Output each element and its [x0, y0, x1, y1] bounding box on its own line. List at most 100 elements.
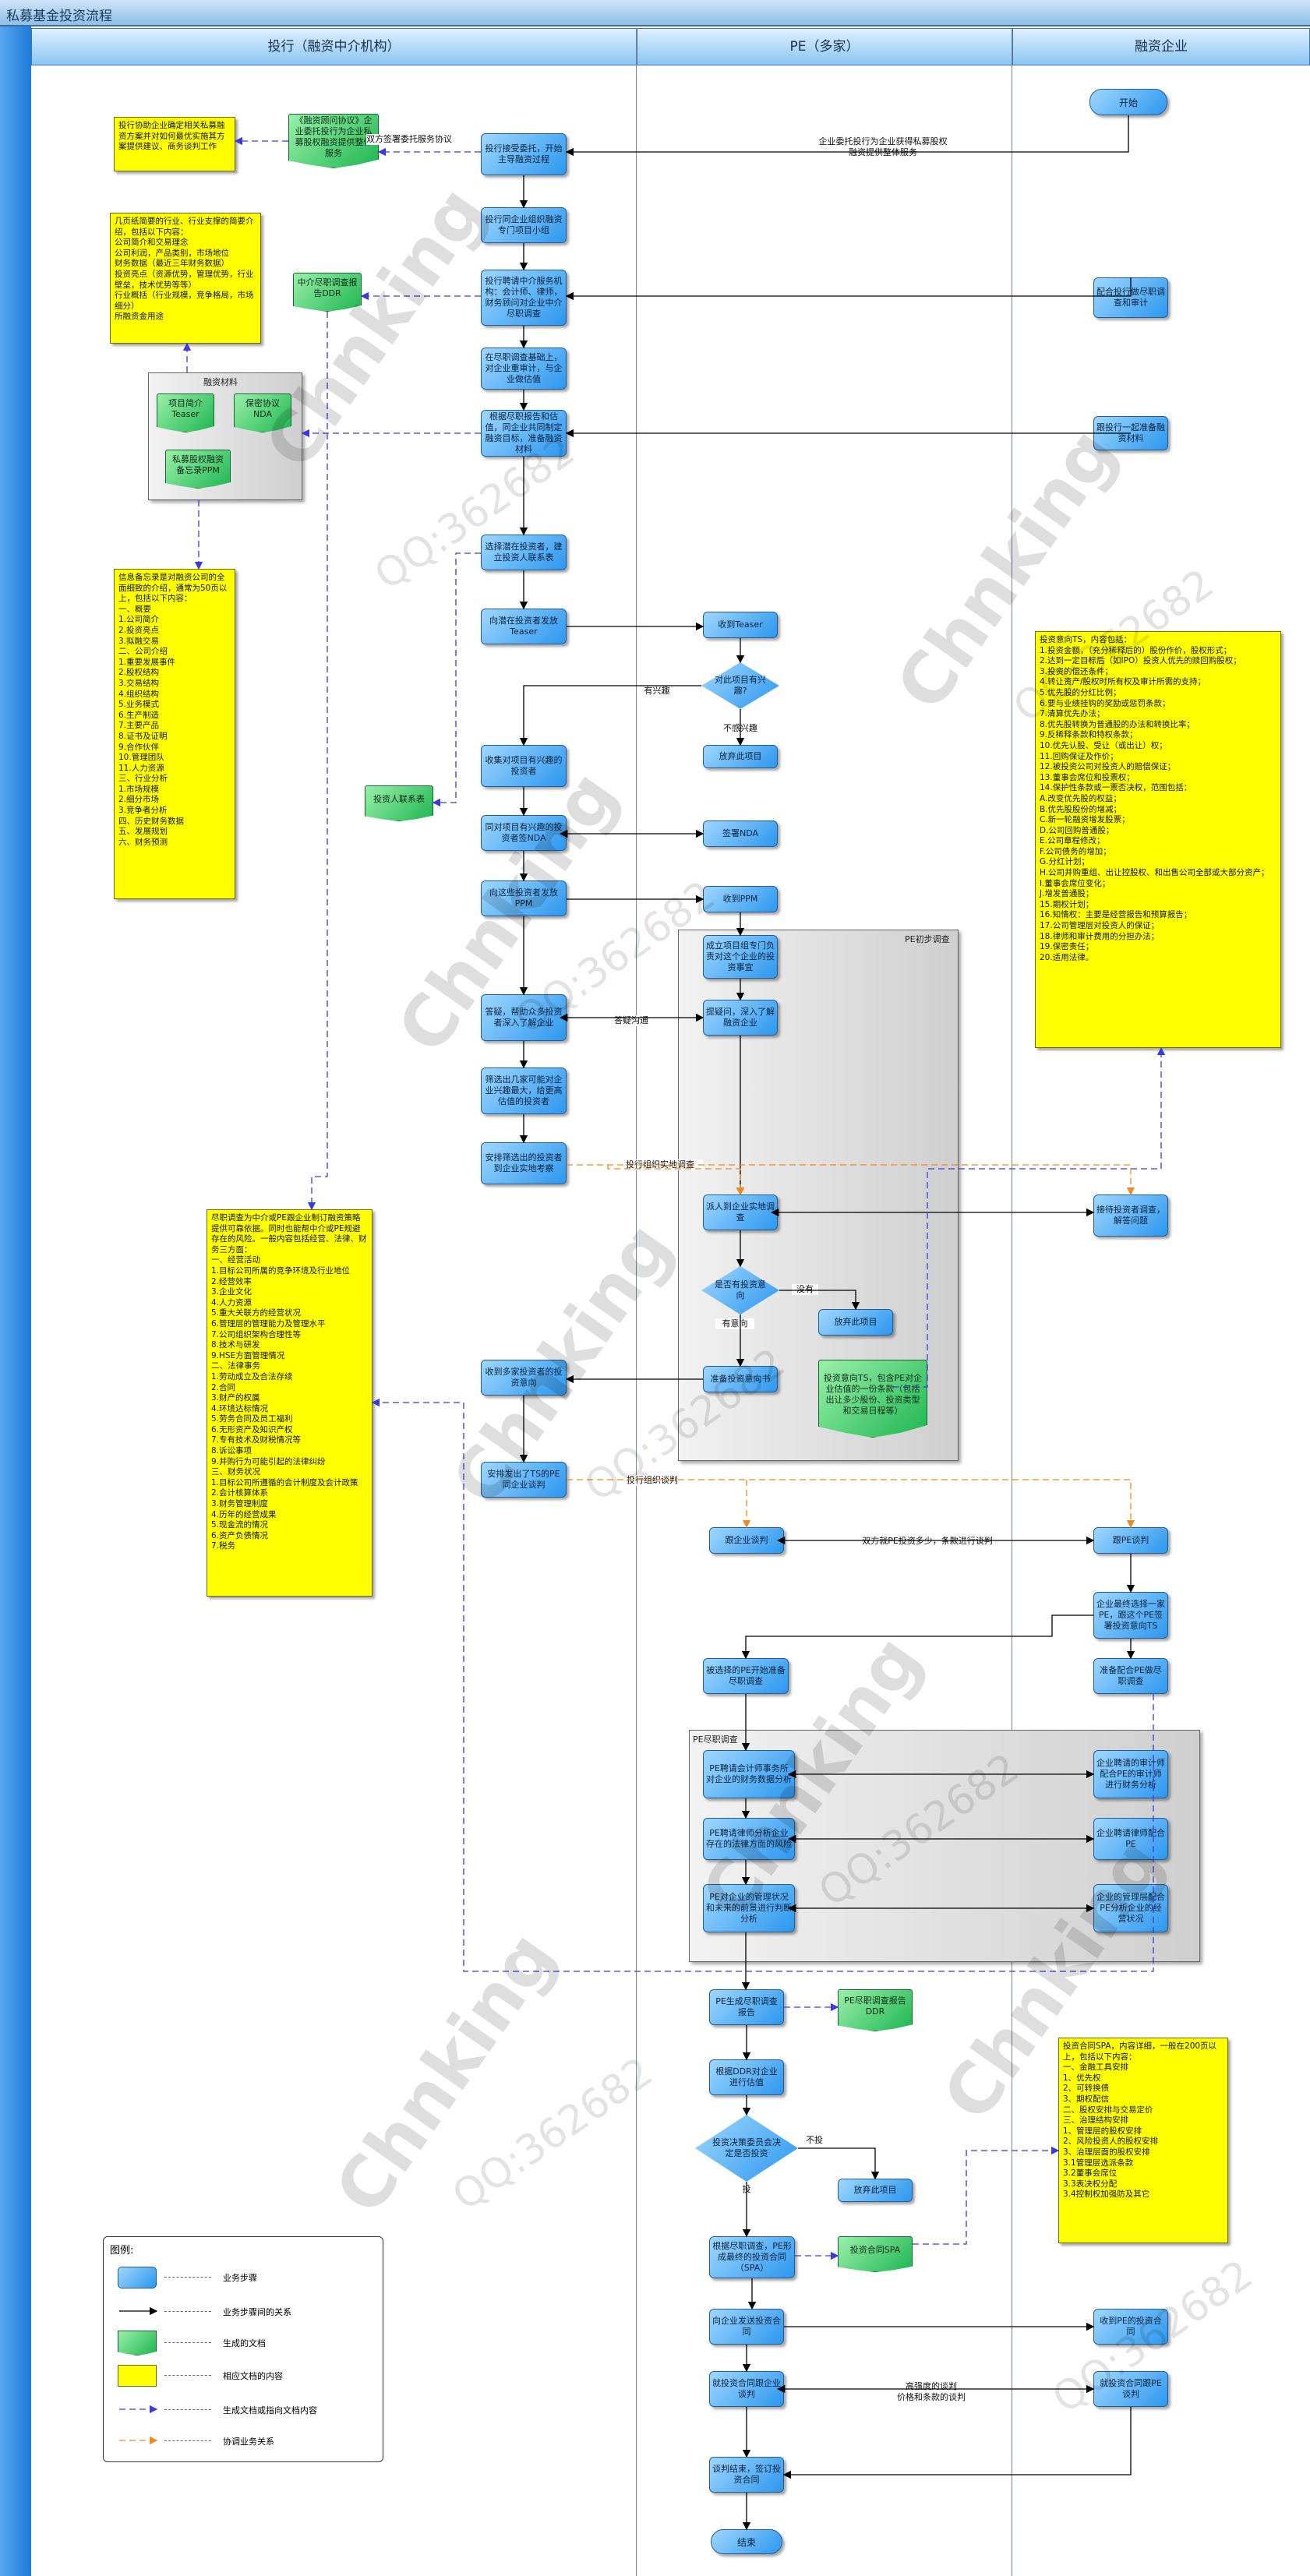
legend-label: 生成的文档 [223, 2338, 266, 2348]
legend-leader [164, 2342, 211, 2343]
step-audit-valuation: 在尽职调查基础上，对企业重审计，与企业做估值 [481, 348, 567, 390]
step-negotiate-spa-company: 就投资合同跟PE谈判 [1093, 2371, 1168, 2407]
doc-pe-ddr: PE尽职调查报告DDR [838, 1989, 913, 2031]
lane-header-company: 融资企业 [1012, 28, 1310, 65]
step-abandon: 放弃此项目 [838, 2179, 913, 2202]
group-label: 融资材料 [203, 377, 238, 387]
step-prepare-dd: 被选择的PE开始准备尽职调查 [703, 1658, 789, 1694]
decision-label: 投资决策委员会决定是否投资 [711, 2137, 781, 2158]
legend-item: 业务步骤 [118, 2265, 375, 2288]
decision-intent: 是否有投资意向 [701, 1266, 779, 1314]
step-spa: 根据尽职调查，PE形成最终的投资合同（SPA） [709, 2236, 795, 2278]
legend-title: 图例: [110, 2245, 134, 2257]
doc-spa: 投资合同SPA [838, 2236, 913, 2272]
note-ppm-content: 信息备忘录是对融资公司的全面细致的介绍，通常为50页以上，包括以下内容： 一、概… [114, 569, 235, 899]
legend-leader [164, 2409, 211, 2410]
legend-swatch [118, 2267, 157, 2288]
step-negotiate-spa: 就投资合同跟企业谈判 [709, 2371, 784, 2407]
legend-swatch [118, 2365, 157, 2387]
edge-label: 双方就PE投资多少，条款进行谈判 [851, 1536, 1004, 1547]
step-prepare-materials-company: 跟投行一起准备融资材料 [1093, 416, 1168, 450]
step-negotiate-pe: 跟PE谈判 [1093, 1527, 1168, 1554]
edge-label: 没有 [792, 1284, 818, 1295]
edge-label: 有意向 [715, 1318, 754, 1329]
step-valuation: 根据DDR对企业进行估值 [709, 2059, 784, 2095]
step-collect-interested: 收集对项目有兴趣的投资者 [481, 745, 567, 787]
step-abandon: 放弃此项目 [703, 745, 778, 768]
legend-label: 协调业务关系 [223, 2437, 274, 2447]
step-bank-engaged: 投行接受委托，开始主导融资过程 [481, 133, 567, 175]
legend-leader [164, 2375, 211, 2376]
legend-item: 生成文档或指向文档内容 [118, 2398, 375, 2421]
page-title: 私募基金投资流程 [6, 9, 112, 24]
start-terminal: 开始 [1089, 89, 1167, 115]
watermark: QQ:362682 [444, 2048, 662, 2221]
legend-swatch [118, 2331, 157, 2355]
legend-leader [164, 2277, 211, 2278]
step-form-team: 成立项目组专门负责对这个企业的投资事宜 [703, 935, 778, 979]
edge-label: 投 [739, 2184, 754, 2195]
legend-label: 生成文档或指向文档内容 [223, 2405, 317, 2415]
step-auditor-support: 企业聘请的审计师配合PE的审计师进行财务分析 [1093, 1750, 1168, 1798]
legend-item: 生成的文档 [118, 2331, 375, 2355]
step-lawyer-support: 企业聘请律师配合PE [1093, 1818, 1168, 1860]
legend-label: 业务步骤间的关系 [223, 2307, 291, 2317]
doc-advisory-agreement: 《融资顾问协议》企业委托投行为企业私募股权融资提供整体服务 [288, 114, 379, 168]
step-send-ppm: 向这些投资者发放PPM [481, 880, 567, 916]
step-send-spa: 向企业发送投资合同 [709, 2309, 784, 2345]
step-legal-dd: PE聘请律师分析企业存在的法律方面的风险 [703, 1818, 795, 1860]
legend-item: 相应文档的内容 [118, 2363, 375, 2387]
lane-header-pe: PE（多家） [637, 28, 1012, 65]
doc-intermediary-ddr: 中介尽职调查报告DDR [293, 273, 362, 312]
step-shortlist: 筛选出几家可能对企业兴趣最大，给更高估值的投资者 [481, 1067, 567, 1114]
doc-nda: 保密协议NDA [234, 393, 291, 432]
note-teaser-content: 几页纸简要的行业、行业支撑的简要介绍，包括以下内容： 公司简介和交易理念 公司利… [110, 213, 261, 344]
step-qa: 答疑，帮助众多投资者深入了解企业 [481, 994, 567, 1041]
step-site-visit: 安排筛选出的投资者到企业实地考察 [481, 1142, 567, 1184]
step-sign-nda-pe: 签署NDA [703, 820, 778, 847]
step-financial-dd: PE聘请会计师事务所对企业的财务数据分析 [703, 1750, 795, 1798]
decision-label: 对此项目有兴趣? [715, 675, 766, 696]
step-prepare-support-dd: 准备配合PE做尽职调查 [1093, 1658, 1168, 1694]
doc-term-sheet: 投资意向TS，包含PE对企业估值的一份条款（包括出让多少股份、投资类型和交易日程… [818, 1360, 927, 1438]
step-sign-contract: 谈判结束，签订投资合同 [709, 2457, 784, 2493]
step-abandon: 放弃此项目 [818, 1309, 893, 1336]
legend-item: 协调业务关系 [118, 2429, 375, 2452]
step-sign-nda: 同对项目有兴趣的投资者签NDA [481, 815, 567, 851]
left-strip [0, 26, 31, 2576]
doc-teaser: 项目简介Teaser [157, 393, 214, 432]
decision-label: 是否有投资意向 [715, 1279, 766, 1300]
step-management-dd: PE对企业的管理状况和未来的前景进行判断分析 [703, 1884, 795, 1932]
title-bar: 私募基金投资流程 [0, 0, 1310, 26]
step-ddr-report: PE生成尽职调查报告 [709, 1989, 784, 2025]
doc-investor-list: 投资人联系表 [365, 785, 433, 821]
group-label: PE尽职调查 [693, 1734, 738, 1745]
step-receive-spa: 收到PE的投资合同 [1093, 2309, 1168, 2345]
legend-leader [164, 2311, 211, 2312]
legend-swatch [119, 2436, 158, 2445]
edge-label: 不投 [803, 2135, 826, 2146]
step-project-team: 投行同企业组织融资专门项目小组 [481, 207, 567, 243]
step-management-support: 企业的管理层配合PE分析企业的经营状况 [1093, 1884, 1168, 1932]
edge-label: 不感兴趣 [715, 723, 765, 734]
legend-label: 业务步骤 [223, 2273, 257, 2283]
edge-label: 有兴趣 [639, 686, 675, 697]
legend-swatch [119, 2306, 158, 2316]
step-negotiate-company: 跟企业谈判 [709, 1527, 784, 1554]
edge-label: 答疑沟通 [606, 1015, 656, 1026]
edge-label: 高强度的谈判 价格和条款的谈判 [888, 2381, 974, 2403]
group-label: PE初步调查 [905, 934, 950, 944]
step-ask-questions: 提疑问，深入了解融资企业 [703, 1000, 778, 1036]
step-select-investors: 选择潜在投资者，建立投资人联系表 [481, 535, 567, 570]
legend: 图例: 业务步骤 业务步骤间的关系 生成的文档 相应文档的内容 生成文档或指向文… [103, 2236, 383, 2462]
step-select-pe: 企业最终选择一家PE，跟这个PE签署投资意向TS [1093, 1592, 1168, 1639]
edge-label: 双方签署委托服务协议 [366, 134, 452, 145]
step-arrange-negotiation: 安排发出了TS的PE同企业谈判 [481, 1462, 567, 1498]
decision-ic: 投资决策委员会决定是否投资 [695, 2115, 798, 2182]
step-prepare-materials: 根据尽职报告和估值，同企业共同制定融资目标，准备融资材料 [481, 410, 567, 457]
step-receive-ppm: 收到PPM [703, 886, 778, 912]
step-support-dd: 配合投行做尽职调查和审计 [1093, 277, 1168, 318]
lane-header-bank: 投行（融资中介机构） [31, 28, 637, 65]
step-hire-intermediaries: 投行聘请中介服务机构：会计师、律师，财务顾问对企业中介尽职调查 [481, 270, 567, 326]
